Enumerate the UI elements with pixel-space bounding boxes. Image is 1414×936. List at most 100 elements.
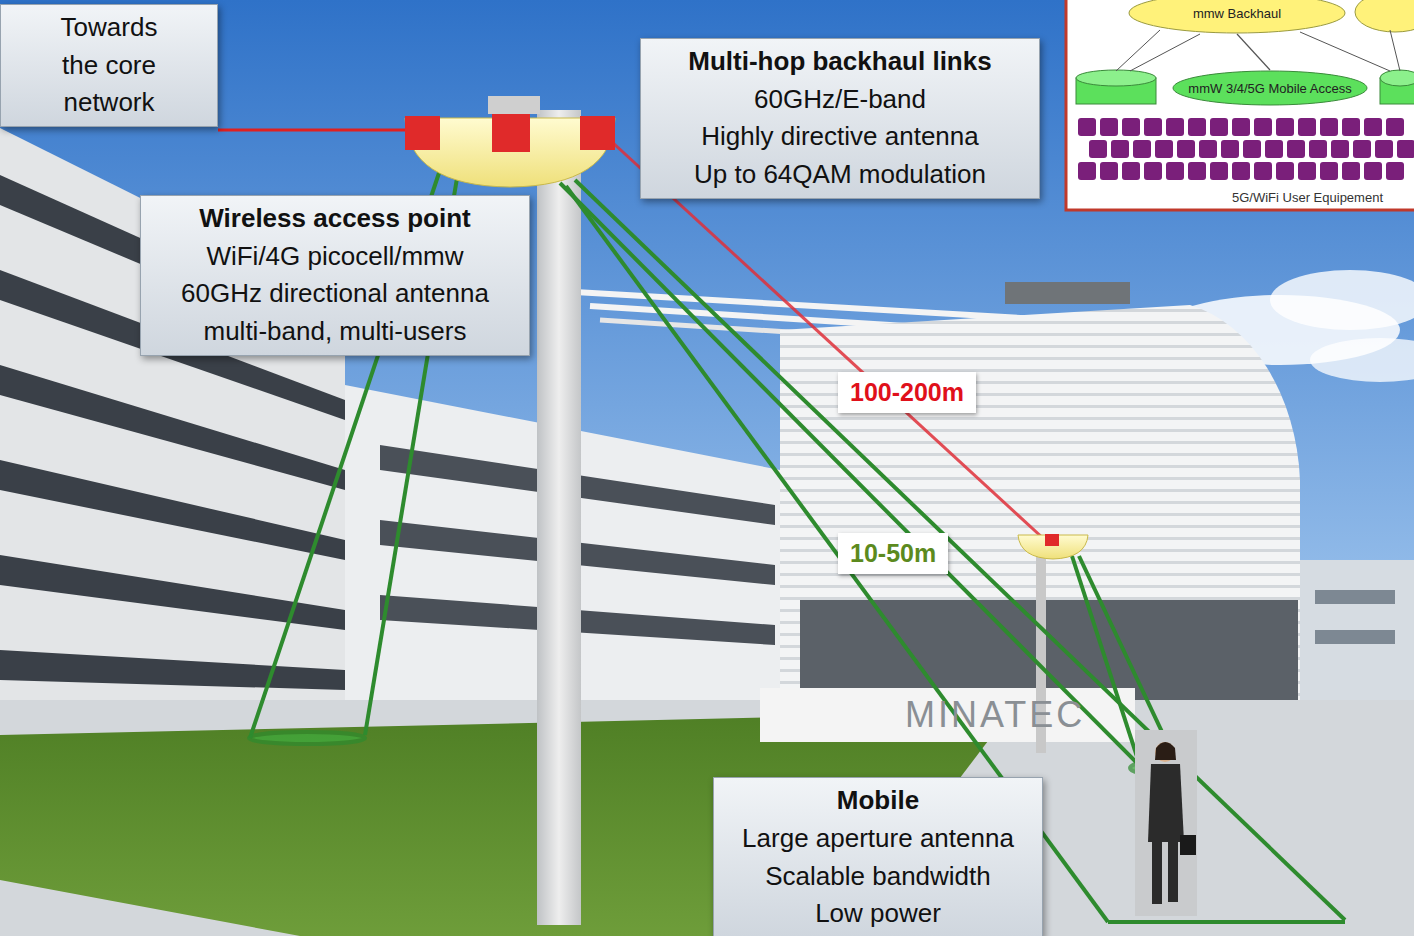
user-equipment-grid: [1243, 140, 1261, 158]
architecture-inset: [1390, 30, 1400, 71]
callout-text: mmw Backhaul: [1193, 6, 1281, 21]
user-equipment-grid: [1188, 162, 1206, 180]
pedestrian: [1135, 730, 1197, 916]
backhaul-band: mmw Backhaul: [1128, 0, 1346, 34]
architecture-inset: [1130, 34, 1200, 71]
coverage-beams: [560, 183, 1140, 766]
ground: [760, 688, 1135, 742]
architecture-inset: [1116, 30, 1400, 71]
architecture-inset: [1355, 0, 1414, 32]
user-equipment-grid: [1100, 118, 1118, 136]
round-building: [1315, 590, 1395, 604]
cylinder-outline: [1129, 0, 1345, 33]
user-equipment-grid: [1210, 118, 1228, 136]
user-equipment-grid: [1254, 162, 1272, 180]
user-equipment-grid: [1144, 118, 1162, 136]
user-equipment-grid: [1122, 118, 1140, 136]
pedestrian: [1155, 742, 1176, 760]
callout-box: Wireless access pointWiFi/4G picocell/mm…: [140, 195, 530, 356]
architecture-inset: [1076, 70, 1156, 86]
architecture-inset: [1300, 32, 1390, 71]
architecture-inset: [1380, 70, 1414, 86]
callout-text: Low power: [728, 895, 1028, 933]
pedestrian: [1155, 742, 1175, 762]
round-building: [1300, 560, 1414, 705]
user-equipment-grid: [1078, 162, 1096, 180]
user-equipment-grid: [1166, 118, 1184, 136]
callout-box: Towards the core network: [0, 4, 218, 127]
link-line: [1237, 34, 1270, 70]
backhaul-link: [612, 142, 1045, 540]
user-equipment-grid: [1089, 140, 1107, 158]
user-equipment-grid: [1364, 118, 1382, 136]
user-equipment-grid: [1111, 140, 1129, 158]
callout-text: Highly directive antenna: [655, 118, 1025, 156]
lamp-pole: [488, 96, 540, 114]
round-building: [1005, 282, 1130, 304]
access-point-device: [492, 114, 530, 152]
user-equipment-grid: [1342, 162, 1360, 180]
callout-text: 60GHz directional antenna: [155, 275, 515, 313]
backhaul-link: [612, 142, 1045, 540]
user-equipment-grid: [1078, 118, 1414, 180]
user-equipment-grid: [1144, 162, 1162, 180]
user-equipment-grid: [1375, 140, 1393, 158]
building-sign: MINATEC: [905, 694, 1085, 736]
pedestrian: [1168, 842, 1178, 902]
user-equipment-grid: [1320, 118, 1338, 136]
coverage-beams: [1108, 920, 1345, 924]
coverage-beams: [249, 732, 365, 744]
callout-text: mmW 3/4/5G Mobile Access: [1188, 81, 1351, 96]
user-equipment-grid: [1276, 162, 1294, 180]
callout-heading: Wireless access point: [155, 200, 515, 238]
user-equipment-grid: [1122, 162, 1140, 180]
access-point-device: [1018, 535, 1088, 559]
user-equipment-grid: [1100, 162, 1118, 180]
left-building: [0, 460, 345, 560]
access-point-device: [405, 116, 440, 150]
access-band: mmW 3/4/5G Mobile Access: [1172, 70, 1368, 106]
access-point-device: [1045, 534, 1059, 546]
pedestrian: [1148, 764, 1184, 842]
callout-box: MobileLarge aperture antennaScalable ban…: [713, 777, 1043, 936]
callout-text: WiFi/4G picocell/mmw: [155, 238, 515, 276]
user-equipment-grid: [1210, 162, 1228, 180]
callout-text: Up to 64QAM modulation: [655, 156, 1025, 194]
callout-text: Scalable bandwidth: [728, 858, 1028, 896]
core-link: [218, 129, 405, 132]
user-equipment-grid: [1342, 118, 1360, 136]
user-equipment-grid: [1188, 118, 1206, 136]
left-building: [0, 650, 345, 690]
user-equipment-grid: [1199, 140, 1217, 158]
pedestrian: [1180, 835, 1196, 855]
round-building: [1315, 630, 1395, 644]
cylinder-outline: [1173, 71, 1367, 105]
architecture-inset: [1116, 30, 1160, 71]
ground: [0, 700, 1414, 936]
user-equipment-grid: [1309, 140, 1327, 158]
sky: [1270, 270, 1414, 330]
callout-text: Large aperture antenna: [728, 820, 1028, 858]
user-equipment-grid: [1276, 118, 1294, 136]
user-equipment-grid: [1232, 118, 1250, 136]
ground: [0, 688, 1414, 936]
left-building: [0, 555, 345, 630]
user-equipment-grid: [1331, 140, 1349, 158]
lamp-pole: [537, 110, 581, 925]
sky: [1310, 338, 1414, 382]
layer-label: 5G/WiFi User Equipement: [1232, 190, 1383, 205]
user-equipment-grid: [1078, 118, 1096, 136]
user-equipment-grid: [1298, 118, 1316, 136]
callout-text: multi-band, multi-users: [155, 313, 515, 351]
callout-box: Multi-hop backhaul links60GHz/E-bandHigh…: [640, 38, 1040, 199]
access-point-device: [580, 116, 615, 150]
distance-label: 10-50m: [838, 533, 948, 574]
user-equipment-grid: [1386, 162, 1404, 180]
user-equipment-grid: [1177, 140, 1195, 158]
user-equipment-grid: [1364, 162, 1382, 180]
user-equipment-grid: [1265, 140, 1283, 158]
user-equipment-grid: [1397, 140, 1414, 158]
